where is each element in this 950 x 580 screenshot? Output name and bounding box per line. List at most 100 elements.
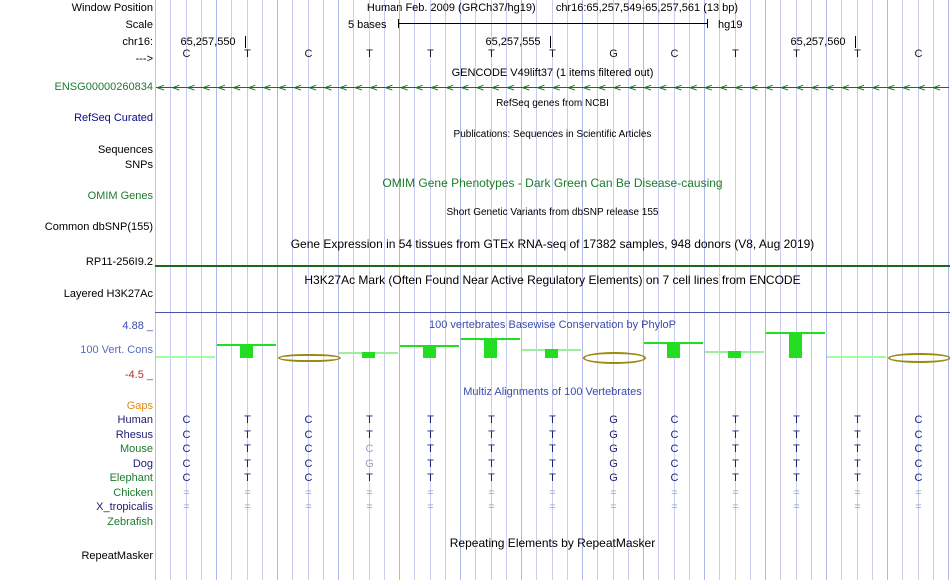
label-cons-track[interactable]: 100 Vert. Cons — [80, 344, 153, 356]
alignment-cell: T — [549, 443, 556, 455]
alignment-cell: T — [549, 472, 556, 484]
label-scale: Scale — [125, 19, 153, 31]
label-omim-genes[interactable]: OMIM Genes — [87, 190, 153, 202]
alignment-cell: T — [732, 457, 739, 470]
alignment-cell: = — [610, 486, 617, 499]
label-common-dbsnp[interactable]: Common dbSNP(155) — [44, 221, 153, 233]
alignment-cell: C — [670, 428, 679, 441]
alignment-cell: C — [182, 428, 191, 441]
alignment-cell: G — [609, 457, 618, 470]
label-repeatmasker[interactable]: RepeatMasker — [81, 550, 153, 562]
alignment-cell: T — [427, 472, 434, 484]
alignment-cell: G — [609, 472, 618, 484]
ruler-tick — [854, 36, 856, 48]
track-title-gencode[interactable]: GENCODE V49lift37 (1 items filtered out) — [451, 67, 654, 79]
alignment-cell: = — [244, 486, 251, 499]
alignment-cell: C — [182, 443, 191, 455]
species-label-chicken[interactable]: Chicken — [113, 486, 153, 499]
position-range[interactable]: chr16:65,257,549-65,257,561 (13 bp) — [555, 2, 739, 14]
label-snps[interactable]: SNPs — [124, 159, 153, 171]
alignment-cell: T — [793, 472, 800, 484]
conservation-bar-positive — [667, 342, 680, 358]
alignment-cell: T — [488, 414, 495, 426]
alignment-cell: T — [793, 457, 800, 470]
ruler-base-c-12: C — [914, 48, 923, 60]
rp11-gene-bar[interactable] — [155, 265, 950, 267]
conservation-bar-negative — [278, 353, 341, 363]
alignment-cell: T — [732, 414, 739, 426]
ruler-base-t-9: T — [732, 48, 739, 60]
conservation-chart[interactable] — [155, 316, 950, 378]
alignment-cell: T — [244, 443, 251, 455]
ruler-base-t-1: T — [244, 48, 251, 60]
track-title-phylop[interactable]: 100 vertebrates Basewise Conservation by… — [428, 319, 677, 331]
label-gaps[interactable]: Gaps — [126, 400, 153, 412]
label-layered-h3k27ac[interactable]: Layered H3K27Ac — [63, 288, 153, 300]
alignment-cell: T — [244, 457, 251, 470]
ruler-coordinate-label: 65,257,550 — [180, 36, 236, 48]
species-label-rhesus[interactable]: Rhesus — [115, 428, 153, 441]
gene-body-line — [156, 87, 949, 88]
species-label-human[interactable]: Human — [117, 414, 153, 426]
alignment-cell: = — [549, 501, 556, 513]
alignment-cell: C — [670, 457, 679, 470]
ruler-base-t-6: T — [549, 48, 556, 60]
track-title-h3k27ac[interactable]: H3K27Ac Mark (Often Found Near Active Re… — [304, 273, 801, 287]
label-rp11[interactable]: RP11-256I9.2 — [85, 256, 153, 268]
alignment-cell: T — [366, 472, 373, 484]
alignment-cell: T — [549, 414, 556, 426]
alignment-cell: = — [915, 501, 922, 513]
assembly-title: Human Feb. 2009 (GRCh37/hg19) — [366, 2, 536, 14]
gene-strand-arrows[interactable]: <<<<<<<<<<<<<<<<<<<<<<<<<<<<<<<<<<<<<<<<… — [156, 81, 949, 92]
label-chrom: chr16: — [122, 36, 153, 48]
alignment-cell: T — [854, 472, 861, 484]
alignment-cell: C — [914, 414, 923, 426]
alignment-cell: C — [182, 414, 191, 426]
species-label-zebrafish[interactable]: Zebrafish — [107, 515, 153, 528]
alignment-cell: = — [732, 486, 739, 499]
assembly-position-header: Human Feb. 2009 (GRCh37/hg19) chr16:65,2… — [155, 2, 950, 14]
conservation-bar-positive — [545, 349, 558, 358]
species-label-mouse[interactable]: Mouse — [119, 443, 153, 455]
alignment-cell: = — [793, 486, 800, 499]
track-title-repeatmasker[interactable]: Repeating Elements by RepeatMasker — [449, 536, 656, 550]
alignment-cell: T — [366, 414, 373, 426]
track-title-gtex[interactable]: Gene Expression in 54 tissues from GTEx … — [290, 237, 815, 251]
alignment-cell: = — [732, 501, 739, 513]
track-title-omim[interactable]: OMIM Gene Phenotypes - Dark Green Can Be… — [382, 176, 723, 190]
ruler-tick — [549, 36, 551, 48]
alignment-cell: T — [854, 457, 861, 470]
track-title-publications[interactable]: Publications: Sequences in Scientific Ar… — [453, 129, 652, 140]
ruler-base-c-2: C — [304, 48, 313, 60]
scale-bar-right-cap — [707, 19, 708, 28]
alignment-cell: T — [366, 428, 373, 441]
conservation-track-top-border — [155, 312, 950, 313]
alignment-cell: T — [732, 472, 739, 484]
ruler-base-t-11: T — [854, 48, 861, 60]
alignment-cell: T — [427, 414, 434, 426]
species-label-x_tropicalis[interactable]: X_tropicalis — [96, 501, 153, 513]
species-label-elephant[interactable]: Elephant — [109, 472, 153, 484]
alignment-cell: T — [732, 443, 739, 455]
track-title-dbsnp[interactable]: Short Genetic Variants from dbSNP releas… — [446, 207, 659, 218]
alignment-cell: = — [183, 501, 190, 513]
species-label-dog[interactable]: Dog — [132, 457, 153, 470]
alignment-cell: T — [793, 443, 800, 455]
alignment-cell: C — [914, 443, 923, 455]
alignment-cell: = — [671, 501, 678, 513]
alignment-cell: T — [793, 428, 800, 441]
label-refseq-curated[interactable]: RefSeq Curated — [74, 112, 153, 124]
alignment-cell: T — [488, 457, 495, 470]
alignment-cell: T — [244, 472, 251, 484]
label-sequences[interactable]: Sequences — [97, 144, 153, 156]
alignment-cell: = — [305, 486, 312, 499]
ruler-tick — [244, 36, 246, 48]
track-title-multiz[interactable]: Multiz Alignments of 100 Vertebrates — [463, 386, 642, 398]
label-ensg-gene[interactable]: ENSG00000260834 — [54, 81, 153, 93]
alignment-cell: T — [854, 428, 861, 441]
alignment-cell: T — [427, 443, 434, 455]
track-title-refseq[interactable]: RefSeq genes from NCBI — [496, 98, 609, 109]
conservation-bar-positive — [362, 351, 375, 358]
alignment-cell: = — [915, 486, 922, 499]
alignment-cell: C — [304, 457, 313, 470]
